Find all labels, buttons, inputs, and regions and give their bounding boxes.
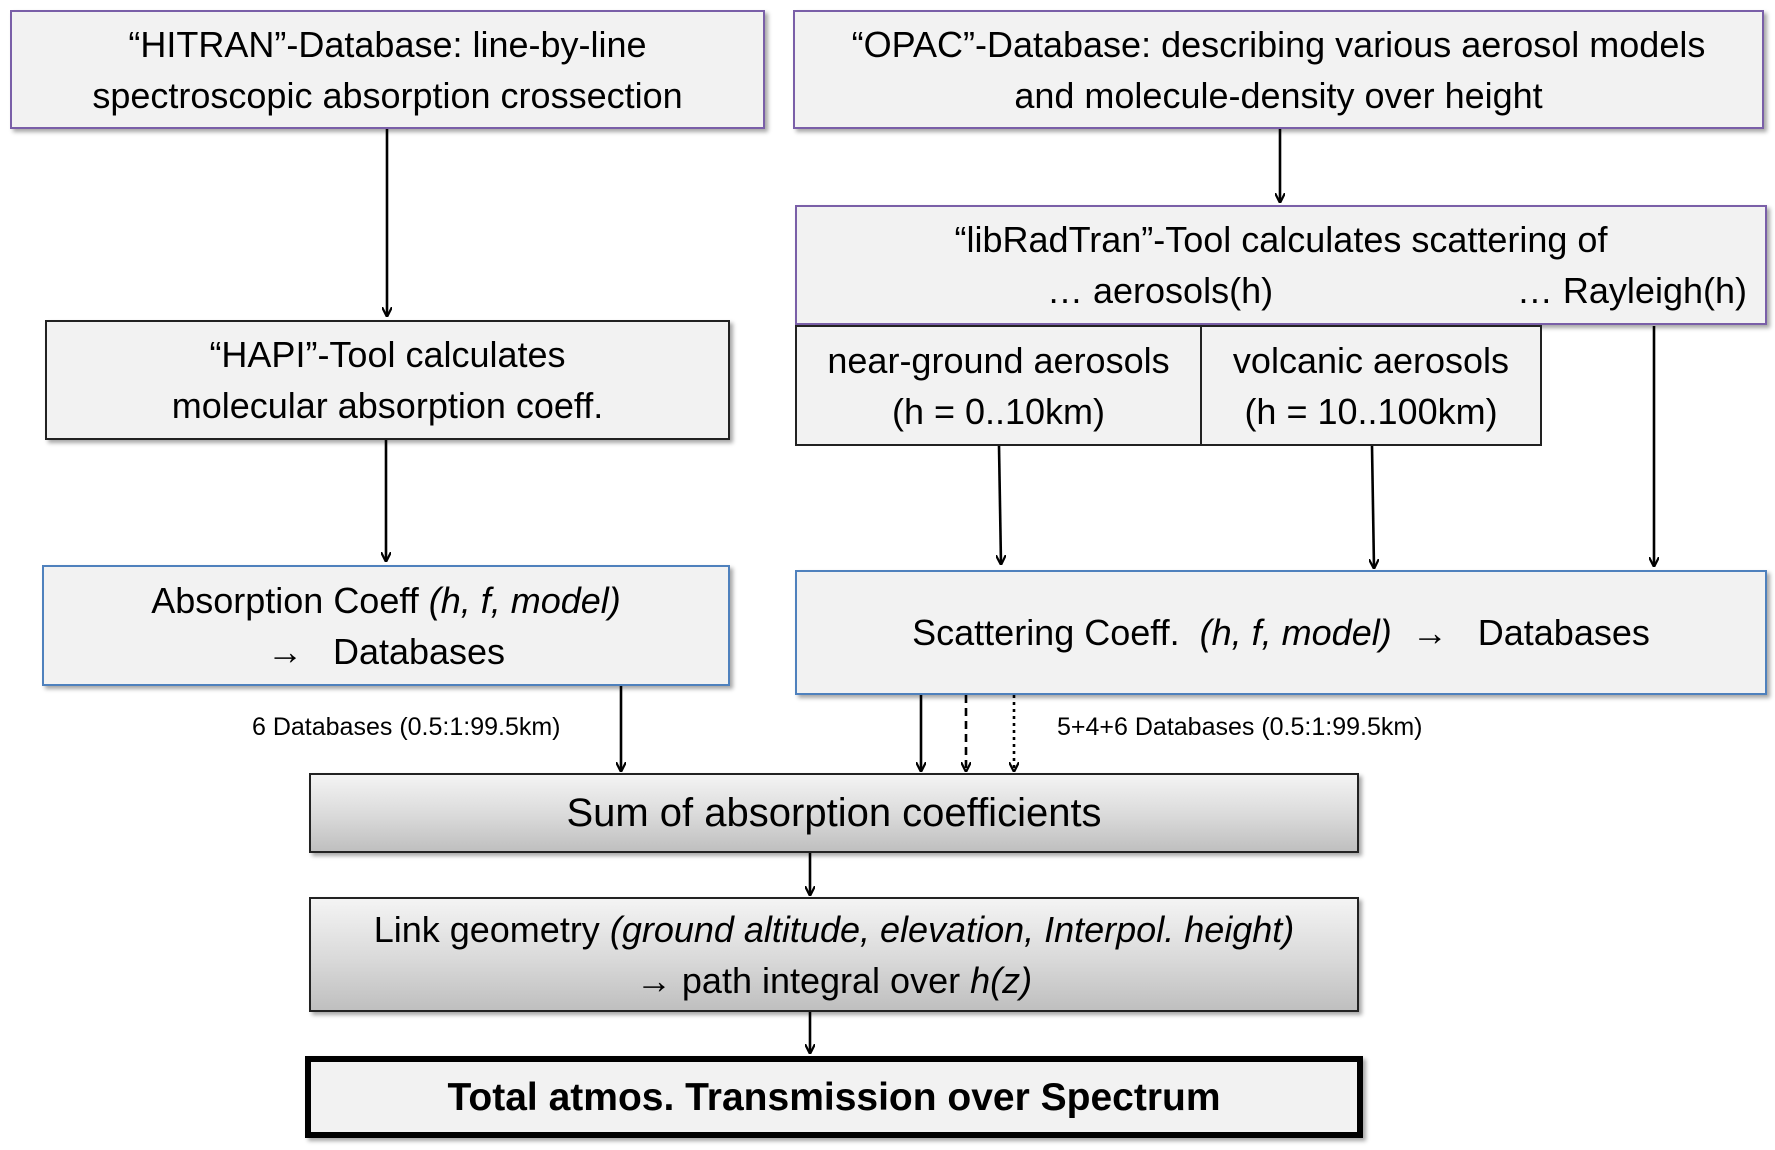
link-line1: Link geometry (ground altitude, elevatio… xyxy=(374,904,1295,955)
volcanic-line1: volcanic aerosols xyxy=(1232,339,1510,381)
absorption-coeff-box: Absorption Coeff (h, f, model) → Databas… xyxy=(42,565,730,686)
scattering-line: Scattering Coeff. (h, f, model) → Databa… xyxy=(912,607,1650,658)
sum-box: Sum of absorption coefficients xyxy=(309,773,1359,853)
near-ground-line1: near-ground aerosols xyxy=(827,339,1170,381)
opac-line1: “OPAC”-Database: describing various aero… xyxy=(851,23,1706,65)
link-var: h(z) xyxy=(970,959,1033,1001)
scattering-label: Scattering Coeff. xyxy=(912,612,1180,653)
link-path: path integral over xyxy=(681,959,961,1001)
link-geometry-box: Link geometry (ground altitude, elevatio… xyxy=(309,897,1359,1012)
hapi-line2: molecular absorption coeff. xyxy=(171,385,604,426)
hitran-line2: spectroscopic absorption crossection xyxy=(92,74,683,116)
scattering-params: (h, f, model) xyxy=(1199,612,1392,653)
libradtran-targets-row: … aerosols(h) … Rayleigh(h) xyxy=(797,265,1765,316)
arrow-volcanic-to-scattering xyxy=(1372,445,1374,568)
hapi-tool-box: “HAPI”-Tool calculates molecular absorpt… xyxy=(45,320,730,440)
arrow-right-icon: → xyxy=(1411,612,1448,653)
link-params: (ground altitude, elevation, Interpol. h… xyxy=(609,908,1295,950)
total-transmission-box: Total atmos. Transmission over Spectrum xyxy=(305,1056,1363,1138)
absorption-line2: → Databases xyxy=(267,626,505,677)
total-text: Total atmos. Transmission over Spectrum xyxy=(447,1075,1221,1119)
absorption-params: (h, f, model) xyxy=(428,579,621,621)
hapi-line1: “HAPI”-Tool calculates xyxy=(209,334,566,375)
volcanic-line2: (h = 10..100km) xyxy=(1244,390,1498,432)
arrow-near-ground-to-scattering xyxy=(999,445,1001,564)
opac-line2: and molecule-density over height xyxy=(1014,74,1543,116)
right-databases-label: 5+4+6 Databases (0.5:1:99.5km) xyxy=(1057,713,1423,741)
volcanic-aerosols-box: volcanic aerosols (h = 10..100km) xyxy=(1200,325,1542,446)
absorption-target: Databases xyxy=(332,630,506,672)
arrow-right-icon: → xyxy=(266,630,303,672)
libradtran-aerosols: … aerosols(h) xyxy=(1047,270,1274,311)
near-ground-line2: (h = 0..10km) xyxy=(891,390,1106,432)
hitran-line1: “HITRAN”-Database: line-by-line xyxy=(128,23,647,65)
opac-database-box: “OPAC”-Database: describing various aero… xyxy=(793,10,1764,129)
scattering-coeff-box: Scattering Coeff. (h, f, model) → Databa… xyxy=(795,570,1767,695)
sum-text: Sum of absorption coefficients xyxy=(566,790,1102,835)
libradtran-line1: “libRadTran”-Tool calculates scattering … xyxy=(954,219,1608,260)
scattering-target: Databases xyxy=(1477,612,1650,653)
link-line2: → path integral over h(z) xyxy=(636,955,1032,1006)
absorption-line1: Absorption Coeff (h, f, model) xyxy=(151,575,621,626)
link-label: Link geometry xyxy=(373,908,600,950)
libradtran-tool-box: “libRadTran”-Tool calculates scattering … xyxy=(795,205,1767,325)
left-databases-label: 6 Databases (0.5:1:99.5km) xyxy=(252,713,561,741)
libradtran-rayleigh: … Rayleigh(h) xyxy=(1516,270,1747,311)
hitran-database-box: “HITRAN”-Database: line-by-line spectros… xyxy=(10,10,765,129)
arrow-right-icon: → xyxy=(635,959,672,1001)
absorption-label: Absorption Coeff xyxy=(151,579,419,621)
near-ground-aerosols-box: near-ground aerosols (h = 0..10km) xyxy=(795,325,1202,446)
